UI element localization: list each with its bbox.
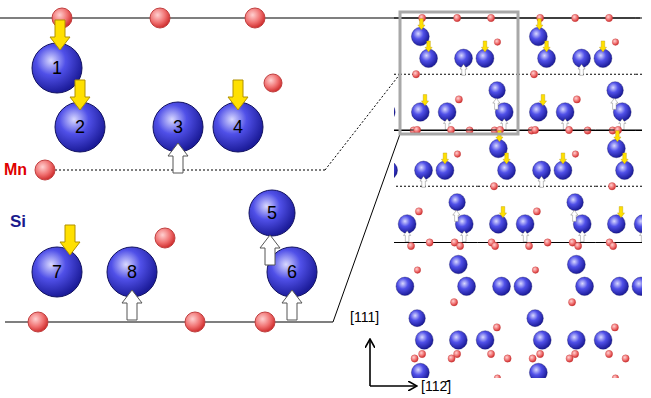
atom-number: 3 bbox=[173, 118, 183, 136]
axis-label: [112̄] bbox=[421, 379, 451, 393]
atom-number: 6 bbox=[287, 263, 297, 281]
atom-number: 4 bbox=[233, 118, 243, 136]
si-atom: 7 bbox=[32, 247, 82, 297]
highlight-box bbox=[400, 12, 518, 134]
atom-number: 1 bbox=[52, 59, 62, 77]
si-atom: 4 bbox=[213, 102, 263, 152]
si-atom: 6 bbox=[267, 247, 317, 297]
si-atom: 8 bbox=[107, 247, 157, 297]
axis-arrows bbox=[370, 340, 416, 386]
si-atom: 3 bbox=[153, 102, 203, 152]
atom-number: 7 bbox=[52, 263, 62, 281]
axis-label: [111] bbox=[350, 310, 379, 324]
atom-number: 2 bbox=[75, 118, 85, 136]
left-panel-atoms bbox=[28, 8, 317, 332]
atom-number: 5 bbox=[267, 204, 277, 222]
element-label: Mn bbox=[4, 162, 27, 178]
si-atom: 5 bbox=[249, 190, 295, 236]
si-atom: 2 bbox=[55, 102, 105, 152]
element-label: Si bbox=[10, 213, 26, 230]
atom-number: 8 bbox=[127, 263, 137, 281]
si-atom: 1 bbox=[32, 43, 82, 93]
